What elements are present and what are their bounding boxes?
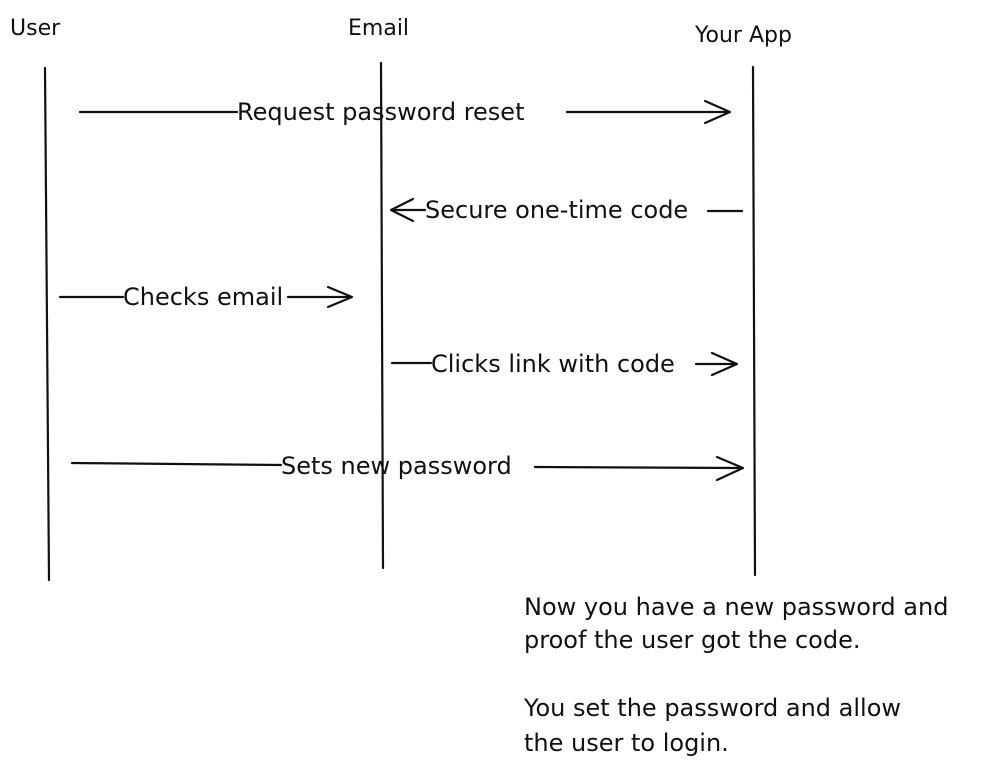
note-line: Now you have a new password and [524,593,948,621]
note-line: proof the user got the code. [524,626,861,654]
lifeline-your-app [751,65,757,577]
arrowhead-icon [326,285,354,309]
message-label: Secure one-time code [425,196,688,224]
message-secure-one-time-code: Secure one-time code [389,196,744,224]
note-line: You set the password and allow [523,694,901,722]
message-label: Clicks link with code [431,350,675,378]
arrowhead-icon [703,99,732,125]
lane-title-your-app: Your App [694,23,792,48]
lane-title-user: User [10,16,61,41]
arrowhead-icon [389,197,415,223]
message-sets-new-password: Sets new password [70,452,745,482]
message-checks-email: Checks email [58,283,354,311]
arrowhead-icon [710,351,739,377]
message-request-password-reset: Request password reset [78,98,732,126]
lane-title-email: Email [348,16,409,41]
message-label: Checks email [123,283,283,311]
message-line [70,461,283,467]
note-line: the user to login. [524,729,729,757]
note: Now you have a new password and proof th… [523,593,948,757]
message-label: Sets new password [281,452,512,480]
lifeline-user [43,66,51,582]
arrowhead-icon [715,455,745,482]
message-label: Request password reset [237,98,524,126]
message-line [533,465,743,470]
message-clicks-link-with-code: Clicks link with code [390,350,739,378]
lifeline-email [379,61,385,570]
